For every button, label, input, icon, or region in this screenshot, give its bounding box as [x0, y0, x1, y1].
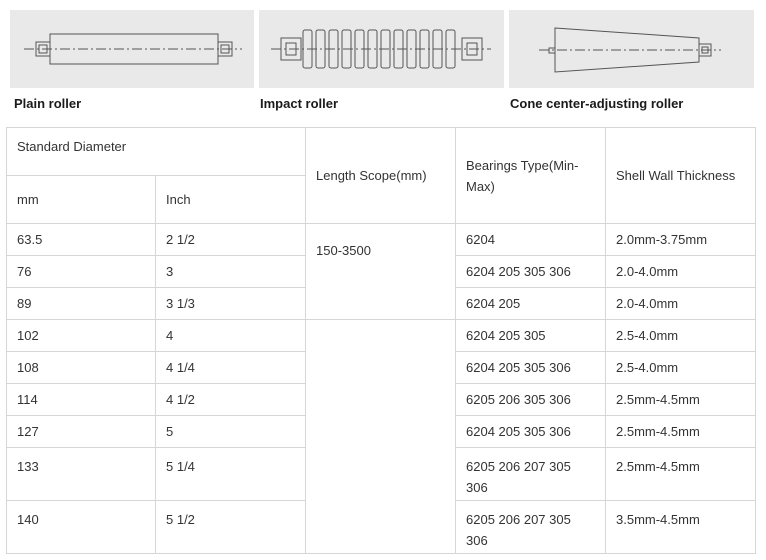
plain-roller-figure: [10, 10, 254, 88]
mm-cell: 108: [6, 351, 156, 384]
cone-roller-figure: [509, 10, 754, 88]
length-scope-empty-cell: [305, 319, 456, 554]
inch-cell: 2 1/2: [155, 223, 306, 256]
mm-cell: 140: [6, 500, 156, 554]
bearings-cell: 6204 205 305: [455, 319, 606, 352]
inch-cell: 3: [155, 255, 306, 288]
impact-roller-diagram: [271, 29, 491, 69]
mm-cell: 127: [6, 415, 156, 448]
thickness-cell: 2.0-4.0mm: [605, 287, 756, 320]
mm-cell: 102: [6, 319, 156, 352]
thickness-cell: 2.5mm-4.5mm: [605, 383, 756, 416]
bearings-cell: 6204: [455, 223, 606, 256]
thickness-cell: 2.5-4.0mm: [605, 319, 756, 352]
mm-cell: 63.5: [6, 223, 156, 256]
thickness-cell: 2.5-4.0mm: [605, 351, 756, 384]
mm-cell: 76: [6, 255, 156, 288]
header-row-top: Standard Diameter Length Scope(mm) Beari…: [6, 127, 756, 224]
bearings-type-header: Bearings Type(Min-Max): [455, 127, 606, 224]
roller-spec-table: Standard Diameter Length Scope(mm) Beari…: [6, 127, 756, 554]
table-row: 140 5 1/2 6205 206 207 305 306 3.5mm-4.5…: [6, 500, 756, 554]
bearings-cell: 6204 205 305 306: [455, 351, 606, 384]
mm-cell: 133: [6, 447, 156, 501]
impact-roller-caption: Impact roller: [260, 96, 339, 111]
thickness-cell: 2.5mm-4.5mm: [605, 447, 756, 501]
thickness-cell: 2.0mm-3.75mm: [605, 223, 756, 256]
inch-cell: 5 1/4: [155, 447, 306, 501]
impact-roller-figure: [259, 10, 504, 88]
bearings-cell: 6205 206 305 306: [455, 383, 606, 416]
thickness-cell: 3.5mm-4.5mm: [605, 500, 756, 554]
bearings-cell: 6205 206 207 305 306: [455, 500, 606, 554]
mm-cell: 89: [6, 287, 156, 320]
inch-cell: 4 1/2: [155, 383, 306, 416]
length-scope-cell: 150-3500: [305, 223, 456, 320]
inch-cell: 5: [155, 415, 306, 448]
bearings-cell: 6205 206 207 305 306: [455, 447, 606, 501]
cone-roller-diagram: [539, 27, 721, 73]
bearings-cell: 6204 205 305 306: [455, 415, 606, 448]
shell-wall-header: Shell Wall Thickness: [605, 127, 756, 224]
inch-header: Inch: [155, 175, 306, 224]
mm-cell: 114: [6, 383, 156, 416]
standard-diameter-header: Standard Diameter: [6, 127, 306, 176]
table-row: 108 4 1/4 6204 205 305 306 2.5-4.0mm: [6, 351, 756, 384]
inch-cell: 3 1/3: [155, 287, 306, 320]
plain-roller-diagram: [24, 33, 242, 65]
table-row: 127 5 6204 205 305 306 2.5mm-4.5mm: [6, 415, 756, 448]
table-row: 76 3 6204 205 305 306 2.0-4.0mm: [6, 255, 756, 288]
thickness-cell: 2.0-4.0mm: [605, 255, 756, 288]
bearings-cell: 6204 205: [455, 287, 606, 320]
mm-header: mm: [6, 175, 156, 224]
table-row: 102 4 6204 205 305 2.5-4.0mm: [6, 319, 756, 554]
inch-cell: 5 1/2: [155, 500, 306, 554]
inch-cell: 4: [155, 319, 306, 352]
plain-roller-caption: Plain roller: [14, 96, 82, 111]
bearings-cell: 6204 205 305 306: [455, 255, 606, 288]
inch-cell: 4 1/4: [155, 351, 306, 384]
header-row-sub: mm Inch: [6, 175, 756, 224]
table-row: 63.5 2 1/2 150-3500 6204 2.0mm-3.75mm: [6, 223, 756, 320]
thickness-cell: 2.5mm-4.5mm: [605, 415, 756, 448]
table-row: 89 3 1/3 6204 205 2.0-4.0mm: [6, 287, 756, 320]
length-scope-header: Length Scope(mm): [305, 127, 456, 224]
cone-roller-caption: Cone center-adjusting roller: [510, 96, 684, 111]
